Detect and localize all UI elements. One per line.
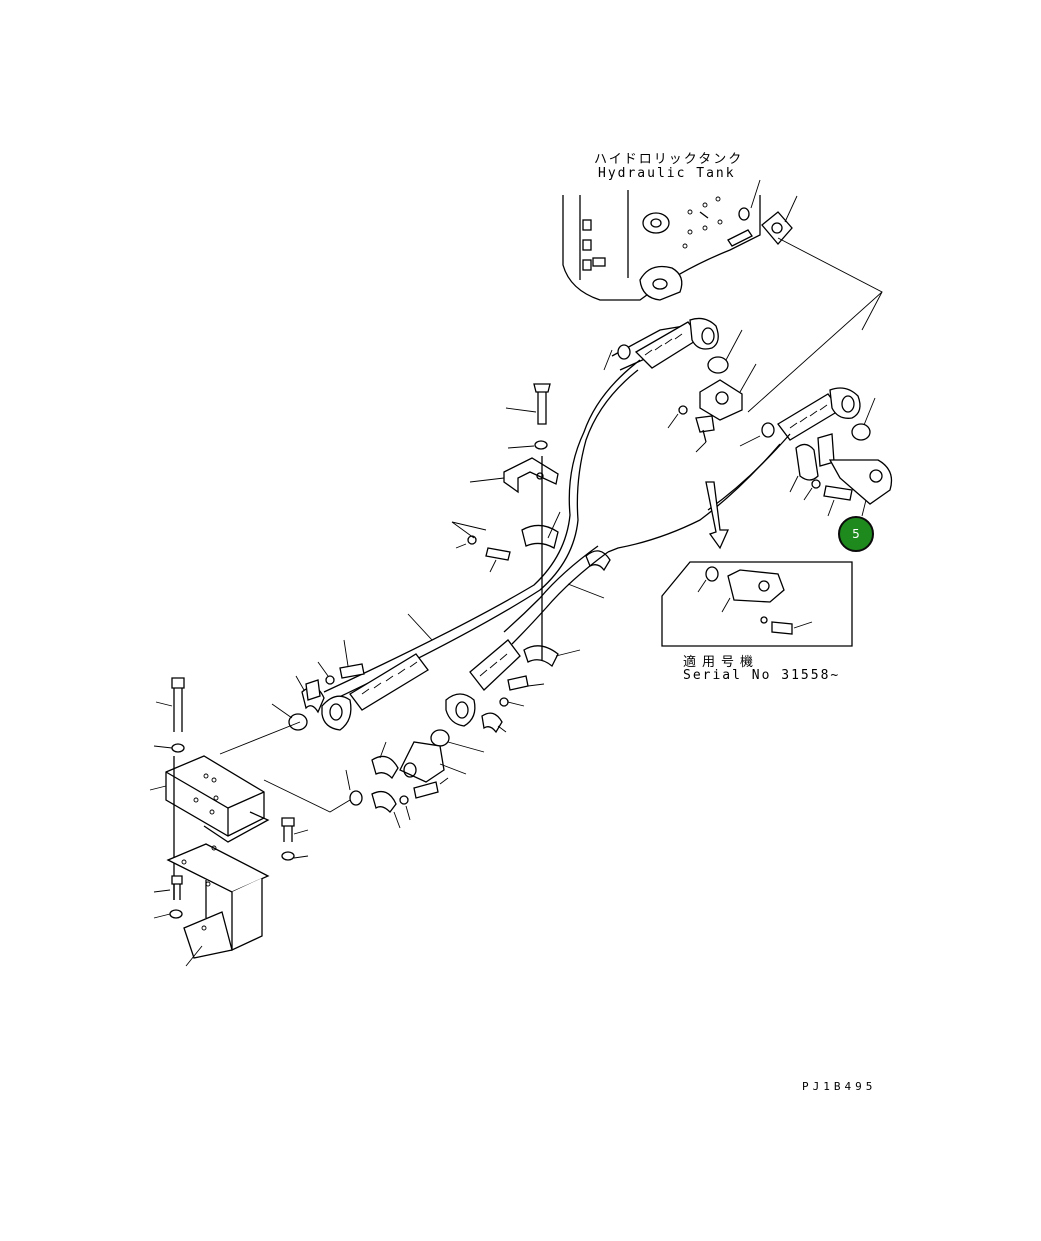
- part-callout-5[interactable]: 5: [838, 516, 874, 552]
- serial-label-jp: 適用号機: [683, 655, 760, 670]
- hose-lower: [430, 545, 609, 753]
- hose-right: [607, 387, 893, 553]
- manifold-bolts: [153, 677, 309, 861]
- mount-bracket: [153, 843, 270, 967]
- hose-left: [271, 613, 433, 731]
- detail-box: [661, 561, 853, 647]
- hydraulic-tank-label-jp: ハイドロリックタンク: [594, 152, 744, 167]
- detail-arrow: [705, 481, 730, 550]
- tank-flange: [738, 179, 798, 245]
- hydraulic-tank: [562, 190, 761, 301]
- hose-upper: [323, 317, 719, 701]
- flange-group-lower: [345, 741, 467, 829]
- drawing-code: PJ1B495: [802, 1080, 877, 1093]
- hydraulic-tank-label-en: Hydraulic Tank: [598, 166, 736, 181]
- flange-group-center: [667, 329, 757, 453]
- serial-number-label: Serial No 31558~: [683, 668, 841, 683]
- clamp-bracket: [451, 383, 559, 660]
